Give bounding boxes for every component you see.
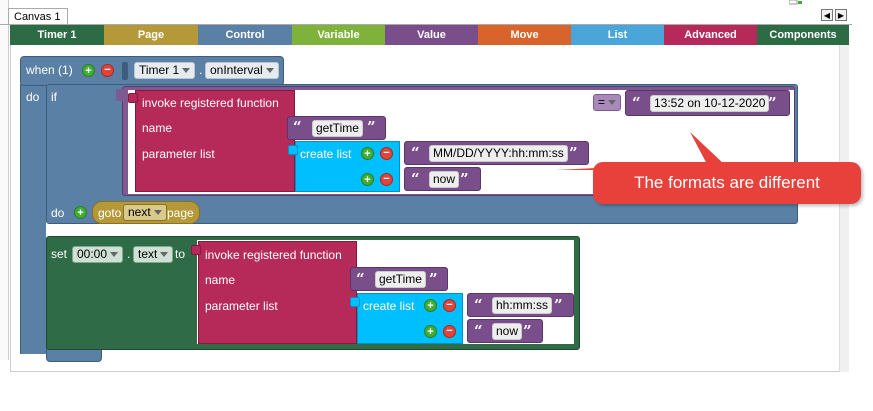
vertical-scrollbar[interactable] (839, 45, 849, 372)
set-property-dropdown[interactable]: text (133, 246, 174, 263)
open-quote-icon: “ (411, 170, 420, 188)
list-remove-button[interactable]: − (380, 147, 393, 160)
chevron-down-icon (608, 100, 617, 106)
when-add-button[interactable]: + (82, 64, 95, 77)
event-dropdown[interactable]: onInterval (205, 62, 279, 79)
when-label: when (1) (26, 63, 73, 77)
open-quote-icon: “ (411, 144, 420, 162)
close-quote-icon: ” (460, 170, 469, 188)
chevron-down-icon (153, 210, 162, 216)
category-advanced[interactable]: Advanced (664, 25, 757, 45)
open-quote-icon: “ (356, 270, 365, 288)
chevron-down-icon (182, 68, 191, 74)
create-list-connector (288, 145, 298, 155)
category-move[interactable]: Move (478, 25, 571, 45)
compare-value-input[interactable]: 13:52 on 10-12-2020 (650, 95, 770, 112)
category-list[interactable]: List (571, 25, 664, 45)
tab-divider (0, 24, 852, 25)
invoke-connector (128, 93, 138, 103)
when-block-arm (20, 84, 46, 354)
set-component-dropdown[interactable]: 00:00 (72, 246, 124, 263)
tab-canvas-1[interactable]: Canvas 1 (8, 8, 68, 25)
category-control[interactable]: Control (198, 25, 292, 45)
invoke-title-2: invoke registered function (205, 248, 342, 262)
list-add-button[interactable]: + (361, 147, 374, 160)
invoke-connector (191, 245, 201, 255)
goto-target-dropdown[interactable]: next (123, 204, 167, 221)
compare-connector (116, 89, 126, 101)
list-item-add-button[interactable]: + (361, 173, 374, 186)
category-timer-1[interactable]: Timer 1 (10, 25, 104, 45)
name-label: name (142, 121, 173, 135)
category-components[interactable]: Components (757, 25, 849, 45)
create-list-label: create list (300, 147, 352, 161)
category-bar: Timer 1 Page Control Variable Value Move… (10, 25, 849, 45)
scroll-right-icon[interactable]: ▶ (835, 9, 847, 21)
parameter-list-label-2: parameter list (205, 299, 278, 313)
goto-target-label: next (128, 205, 151, 219)
list-add-button-2[interactable]: + (424, 299, 437, 312)
open-quote-icon: “ (474, 322, 483, 340)
list-item-3-input[interactable]: hh:mm:ss (492, 297, 553, 314)
close-quote-icon: ” (569, 144, 578, 162)
if-label: if (51, 90, 57, 104)
goto-label: goto (98, 206, 122, 220)
list-item-remove-button[interactable]: − (380, 173, 393, 186)
name-label-2: name (205, 273, 236, 287)
when-do-label: do (26, 90, 40, 104)
category-page[interactable]: Page (104, 25, 198, 45)
open-quote-icon: “ (474, 296, 483, 314)
set-property-label: text (138, 247, 158, 261)
dot-separator: . (127, 247, 131, 261)
invoke-function-block[interactable] (135, 90, 295, 192)
list-item-add-button-2[interactable]: + (424, 325, 437, 338)
close-quote-icon: ” (768, 94, 777, 112)
set-component-label: 00:00 (77, 247, 108, 261)
name-string-input-2[interactable]: getTime (375, 271, 426, 288)
list-item-2-input[interactable]: now (429, 171, 460, 188)
open-quote-icon: “ (293, 118, 302, 136)
to-label: to (175, 247, 186, 261)
if-add-button[interactable]: + (74, 206, 87, 219)
chevron-down-icon (265, 68, 274, 74)
create-list-connector (350, 297, 360, 307)
set-label: set (51, 247, 68, 261)
add-icon[interactable] (789, 0, 803, 5)
invoke-title-gap (295, 92, 590, 116)
compare-operator-label: = (598, 95, 606, 109)
category-variable[interactable]: Variable (292, 25, 385, 45)
dot-separator: . (199, 63, 203, 77)
name-string-input[interactable]: getTime (312, 120, 363, 137)
scroll-left-icon[interactable]: ◀ (821, 9, 833, 21)
close-quote-icon: ” (429, 270, 438, 288)
close-quote-icon: ” (554, 296, 563, 314)
list-item-4-input[interactable]: now (492, 323, 523, 340)
close-quote-icon: ” (523, 322, 532, 340)
component-dropdown-label: Timer 1 (139, 63, 180, 77)
when-remove-button[interactable]: − (101, 64, 114, 77)
invoke-title: invoke registered function (142, 96, 279, 110)
event-dropdown-label: onInterval (210, 63, 263, 77)
chevron-down-icon (160, 252, 169, 258)
callout-bubble: The formats are different (593, 162, 861, 204)
list-item-1-input[interactable]: MM/DD/YYYY:hh:mm:ss (429, 145, 568, 162)
component-dropdown[interactable]: Timer 1 (134, 62, 196, 79)
invoke-function-block-2[interactable] (198, 241, 357, 344)
chevron-down-icon (110, 252, 119, 258)
create-list-label-2: create list (363, 299, 415, 313)
if-do-label: do (51, 206, 65, 220)
goto-page-label: page (167, 206, 194, 220)
compare-operator-dropdown[interactable]: = (593, 94, 622, 111)
list-item-remove-button-2[interactable]: − (443, 325, 456, 338)
open-quote-icon: “ (632, 94, 641, 112)
left-frame (0, 0, 9, 360)
list-remove-button-2[interactable]: − (443, 299, 456, 312)
parameter-list-label: parameter list (142, 147, 215, 161)
category-value[interactable]: Value (385, 25, 478, 45)
close-quote-icon: ” (367, 118, 376, 136)
when-connector (122, 62, 128, 80)
